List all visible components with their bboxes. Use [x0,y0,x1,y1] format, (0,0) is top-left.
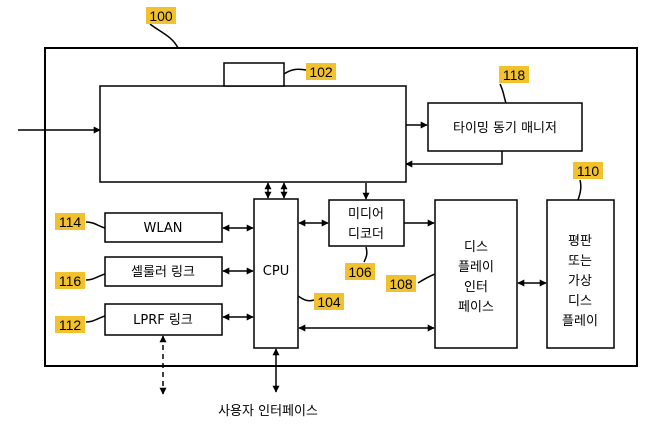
display-interface-label-2: 플레이 [458,260,494,275]
ref-106: 106 [348,264,372,280]
ref-116: 116 [59,273,82,289]
media-decoder-label-2: 디코더 [348,227,384,242]
ref-110: 110 [577,163,600,179]
leader-106 [364,247,367,262]
leader-108 [418,274,435,283]
leader-112 [86,316,105,322]
cpu-label: CPU [263,264,289,279]
main-block-tab [224,63,284,86]
flat-panel-label-4: 디스 [568,294,592,309]
leader-110 [578,180,581,200]
wlan-label: WLAN [143,221,182,236]
leader-118 [500,84,506,103]
display-interface-label-4: 페이스 [458,300,494,315]
arrow-timing-to-main [406,151,502,164]
flat-panel-label-3: 가상 [568,274,592,289]
ref-118: 118 [503,67,526,83]
ref-104: 104 [317,294,341,310]
display-interface-label-1: 디스 [464,240,488,255]
lprf-link-label: LPRF 링크 [133,313,193,328]
media-decoder-label-1: 미디어 [348,207,384,222]
leader-114 [86,222,105,228]
display-interface-label-3: 인터 [464,280,488,295]
leader-104 [298,296,314,301]
ref-108: 108 [389,276,413,292]
main-block [100,86,406,182]
leader-102 [284,69,306,74]
flat-panel-label-1: 평판 [568,234,592,249]
user-interface-label: 사용자 인터페이스 [218,404,318,419]
ref-112: 112 [59,317,82,333]
leader-100 [150,24,178,48]
leader-116 [86,274,105,280]
ref-114: 114 [59,214,82,230]
timing-sync-manager-label: 타이밍 동기 매니저 [453,121,557,136]
ref-100: 100 [149,8,173,24]
cellular-link-label: 셀룰러 링크 [131,265,195,280]
flat-panel-label-2: 또는 [568,254,592,269]
ref-102: 102 [309,64,333,80]
flat-panel-label-5: 플레이 [562,314,598,329]
